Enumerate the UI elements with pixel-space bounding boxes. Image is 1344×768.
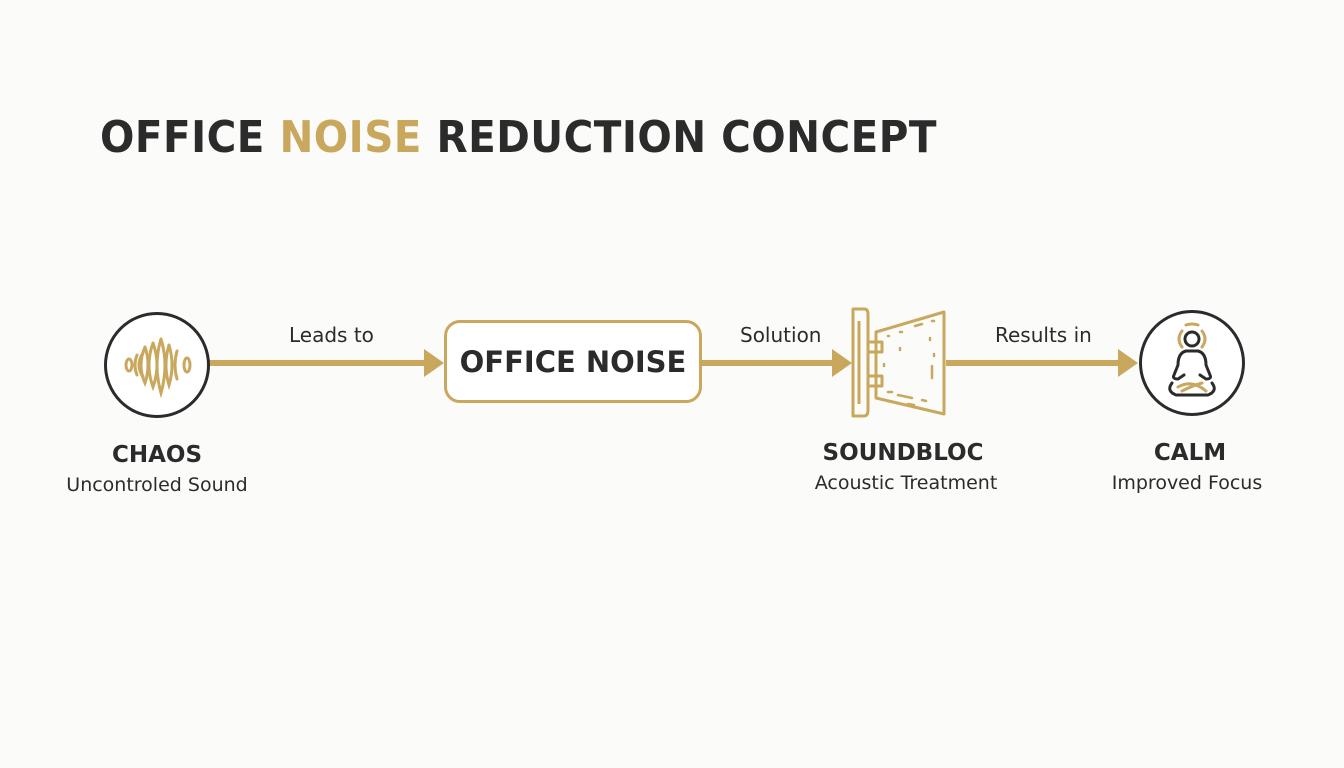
edge-label-leads-to: Leads to <box>289 323 374 347</box>
arrow-chaos-to-office-noise <box>208 360 426 366</box>
calm-title: CALM <box>1153 440 1227 466</box>
calm-node-circle <box>1139 310 1245 416</box>
arrow-head-3 <box>1118 349 1138 377</box>
chaos-node-circle <box>104 312 210 418</box>
page-title: OFFICE NOISE REDUCTION CONCEPT <box>100 112 937 163</box>
arrow-office-noise-to-soundbloc <box>702 360 834 366</box>
edge-label-results-in: Results in <box>995 323 1092 347</box>
arrow-head-2 <box>832 349 852 377</box>
meditation-icon <box>1168 322 1216 397</box>
soundbloc-title: SOUNDBLOC <box>822 440 984 466</box>
acoustic-panel-icon <box>851 307 946 418</box>
soundbloc-subtitle: Acoustic Treatment <box>814 472 998 494</box>
edge-label-solution: Solution <box>740 323 822 347</box>
title-suffix: REDUCTION CONCEPT <box>421 112 937 163</box>
chaos-title: CHAOS <box>111 442 203 468</box>
arrow-soundbloc-to-calm <box>946 360 1120 366</box>
chaos-subtitle: Uncontroled Sound <box>66 474 248 496</box>
title-prefix: OFFICE <box>100 112 280 163</box>
title-highlight: NOISE <box>279 112 422 163</box>
calm-subtitle: Improved Focus <box>1111 472 1263 494</box>
sound-waves-icon <box>124 337 192 399</box>
office-noise-box: OFFICE NOISE <box>444 320 702 403</box>
arrow-head-1 <box>424 349 444 377</box>
